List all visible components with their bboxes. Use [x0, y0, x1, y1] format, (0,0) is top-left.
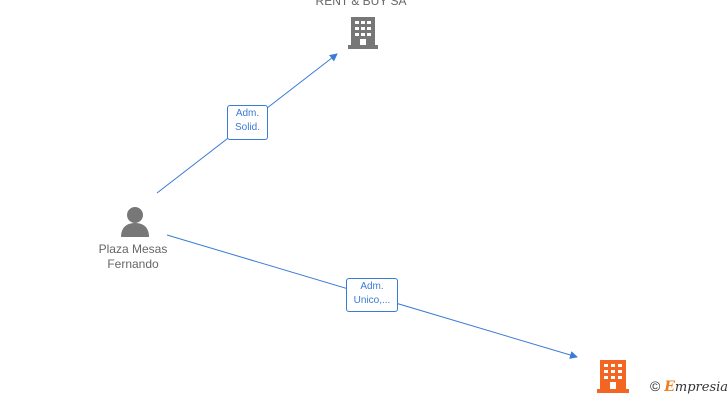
- edge-label-solid[interactable]: Adm. Solid.: [227, 105, 268, 140]
- brand-initial: E: [664, 379, 675, 395]
- building-icon-highlighted[interactable]: [597, 358, 629, 393]
- edge-label-unico-line1: Adm.: [360, 281, 384, 292]
- company-top-label[interactable]: RENT & BUY SA: [315, 0, 407, 8]
- edge-label-solid-line1: Adm.: [235, 108, 260, 119]
- copyright-symbol: ©: [650, 378, 661, 394]
- person-icon[interactable]: [120, 206, 150, 238]
- brand-name: mpresia: [674, 380, 728, 395]
- empresia-watermark: © Empresia: [650, 378, 728, 395]
- edge-label-unico[interactable]: Adm. Unico,...: [346, 278, 398, 312]
- person-label[interactable]: Plaza Mesas Fernando: [83, 242, 183, 272]
- person-label-line2: Fernando: [107, 257, 159, 271]
- edge-label-unico-line2: Unico,...: [353, 295, 391, 306]
- building-icon[interactable]: [348, 15, 378, 49]
- person-label-line1: Plaza Mesas: [98, 242, 168, 256]
- edge-label-solid-line2: Solid.: [234, 122, 260, 133]
